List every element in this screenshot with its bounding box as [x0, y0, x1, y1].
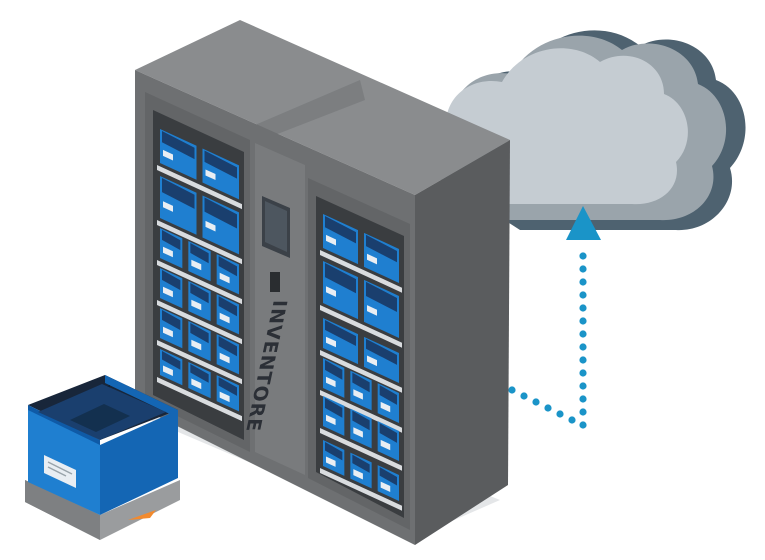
shelf [320, 250, 402, 293]
bin-label [219, 391, 230, 403]
shelf [320, 350, 402, 393]
flow-dot [579, 421, 587, 429]
bin-label [163, 326, 173, 338]
bin-label [163, 286, 173, 298]
flow-dot [579, 291, 587, 299]
bin-label [163, 149, 173, 161]
bin-label [353, 389, 363, 400]
bin-label [191, 378, 202, 390]
bin-label [367, 253, 377, 265]
card-reader [270, 272, 280, 292]
bin-label [163, 201, 173, 212]
shelf [320, 428, 402, 471]
flow-dot [579, 395, 587, 403]
flow-dot [579, 252, 587, 260]
flow-dot [532, 398, 540, 406]
shelf [157, 300, 242, 345]
shelf [157, 377, 242, 422]
bin-label [367, 355, 377, 367]
bin-label [219, 312, 230, 324]
flow-dot [579, 317, 587, 325]
shelf [320, 468, 402, 511]
flow-dot [579, 330, 587, 338]
bin-label [380, 481, 391, 493]
flow-dot [544, 404, 552, 412]
flow-dot [579, 356, 587, 364]
flow-dot [508, 386, 516, 394]
bin-label [219, 352, 230, 364]
bin-label [191, 259, 202, 271]
bin-label [380, 401, 391, 413]
vending-cabinet-icon: INVENTORE [135, 20, 510, 545]
flow-dot [579, 408, 587, 416]
shelf [157, 260, 242, 305]
bin-label [367, 305, 377, 316]
shelf [157, 165, 242, 210]
bin-label [326, 456, 336, 467]
shelf [320, 390, 402, 433]
shelf [157, 220, 242, 265]
bin-label [353, 469, 363, 480]
flow-dot [568, 416, 576, 424]
bin-label [163, 365, 173, 377]
flow-dot [579, 304, 587, 312]
flow-dot [579, 343, 587, 351]
shelf [157, 340, 242, 385]
bin-label [191, 299, 202, 311]
bin-label [326, 376, 336, 388]
flow-dot [579, 369, 587, 377]
bin-label [205, 169, 216, 181]
bin-label [326, 286, 336, 297]
bin-label [205, 220, 216, 232]
bin-label [326, 336, 336, 348]
flow-dot [579, 278, 587, 286]
flow-dot [579, 382, 587, 390]
bin-label [219, 272, 230, 284]
bin-label [353, 427, 363, 438]
bin-label [163, 246, 173, 258]
bin-label [326, 414, 336, 426]
storage-bin-icon [25, 375, 180, 540]
bin-label [380, 439, 391, 451]
flow-dot [579, 265, 587, 273]
shelf [320, 305, 402, 348]
flow-dot [556, 410, 564, 418]
flow-dot [520, 392, 528, 400]
bin-label [191, 339, 202, 351]
bin-label [326, 234, 336, 246]
